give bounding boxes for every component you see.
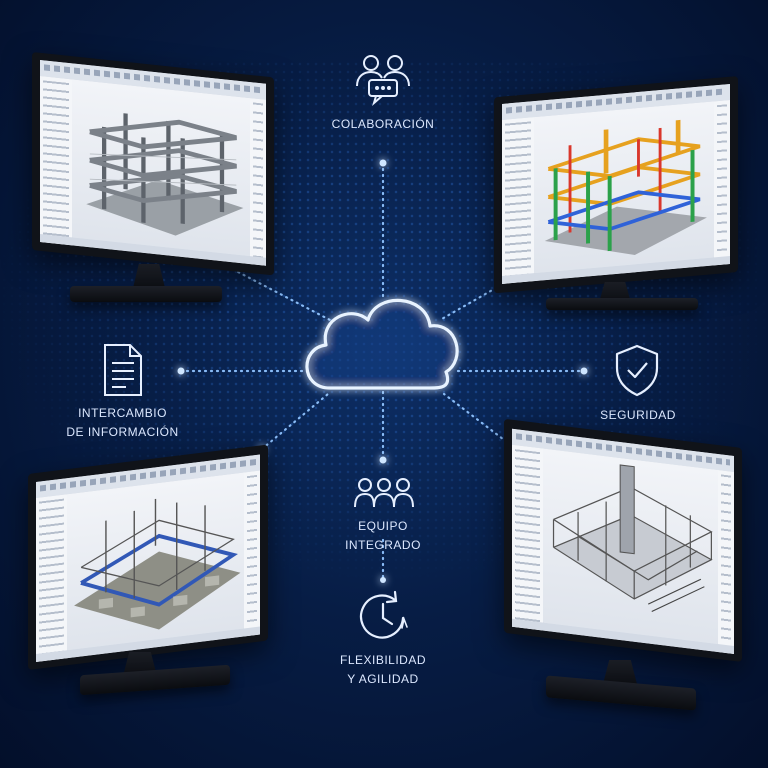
label-seguridad: SEGURIDAD (600, 408, 676, 422)
app-right-panel (243, 470, 260, 637)
model-viewport (67, 472, 245, 651)
node-right (580, 367, 588, 375)
colored-structural-frame (544, 119, 707, 255)
app-right-panel (713, 100, 730, 266)
node-bottom-2 (380, 577, 386, 583)
document-icon (104, 344, 142, 396)
clock-refresh-icon (359, 590, 408, 639)
screen-bottom-right (512, 428, 734, 654)
screen-top-right (502, 84, 730, 284)
app-right-panel (717, 469, 734, 654)
wireframe-structure (552, 464, 713, 613)
app-left-panel (512, 444, 545, 631)
steel-reinforcement-foundation (74, 498, 241, 630)
node-bottom (379, 456, 387, 464)
monitor-bottom-right (500, 418, 744, 711)
monitor-top-right (494, 62, 744, 310)
concrete-frame-building (85, 113, 244, 236)
model-viewport (543, 448, 719, 645)
monitor-top-left (24, 52, 274, 304)
node-top (379, 159, 387, 167)
shield-check-icon (615, 344, 659, 397)
label-flexibilidad: FLEXIBILIDAD Y AGILIDAD (339, 653, 427, 686)
label-intercambio: INTERCAMBIO DE INFORMACIÓN (66, 406, 179, 439)
team-icon (354, 478, 414, 508)
node-left (177, 367, 185, 375)
app-right-panel (249, 97, 266, 266)
model-viewport (533, 101, 715, 274)
app-left-panel (502, 117, 535, 284)
screen-top-left (40, 60, 266, 266)
monitor-bottom-left (24, 444, 274, 702)
connector-bottom-left (260, 392, 330, 451)
screen-bottom-left (36, 454, 260, 662)
label-equipo: EQUIPO INTEGRADO (345, 519, 421, 552)
app-left-panel (40, 76, 73, 246)
label-colaboracion: COLABORACIÓN (331, 117, 435, 131)
model-viewport (71, 79, 251, 257)
cloud-icon (305, 298, 459, 390)
app-left-panel (36, 494, 69, 662)
collaboration-chat-icon (356, 55, 410, 106)
